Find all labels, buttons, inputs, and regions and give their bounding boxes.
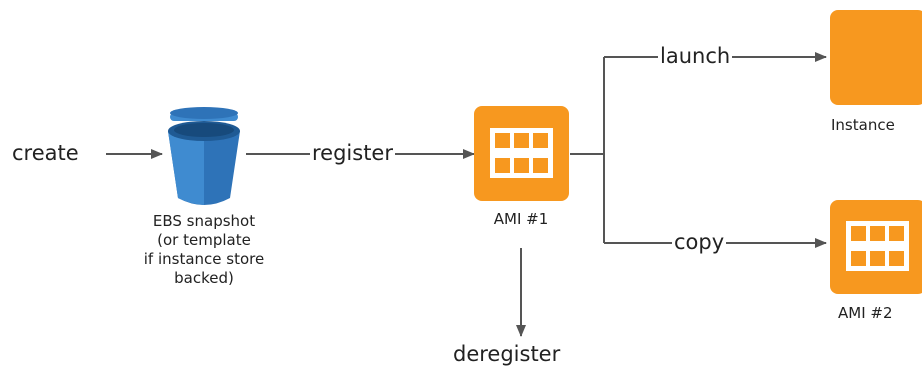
ami1-caption: AMI #1 bbox=[481, 212, 561, 227]
create-label: create bbox=[12, 141, 79, 165]
ami2-caption: AMI #2 bbox=[838, 304, 893, 322]
ebs-snapshot-caption-line: if instance store bbox=[143, 250, 265, 268]
register-label: register bbox=[310, 141, 395, 165]
ebs-snapshot-caption: EBS snapshot (or template if instance st… bbox=[134, 212, 274, 288]
ebs-snapshot-caption-line: (or template bbox=[157, 231, 251, 249]
ami-grid-icon bbox=[474, 106, 569, 201]
instance-caption: Instance bbox=[831, 116, 895, 134]
launch-label: launch bbox=[658, 44, 733, 68]
ebs-snapshot-caption-line: backed) bbox=[174, 269, 234, 287]
ami-grid-icon bbox=[830, 200, 922, 294]
copy-label: copy bbox=[672, 230, 727, 254]
deregister-label: deregister bbox=[453, 342, 561, 366]
instance-square-icon bbox=[830, 10, 922, 105]
bucket-icon bbox=[168, 107, 240, 205]
ebs-snapshot-caption-line: EBS snapshot bbox=[152, 212, 256, 230]
